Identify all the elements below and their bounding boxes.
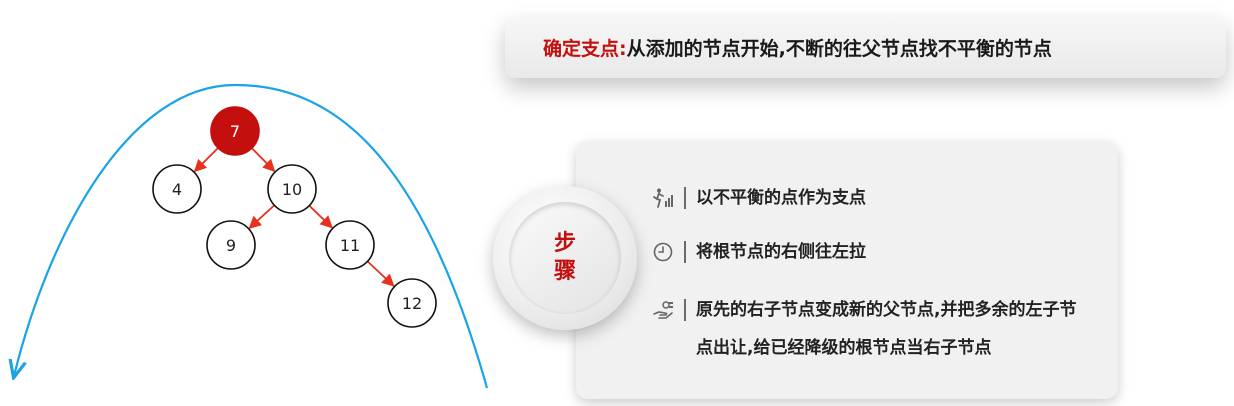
steps-badge-inner: 步 骤 bbox=[509, 202, 621, 314]
tree-node-label: 10 bbox=[282, 180, 302, 199]
tree-node-label: 9 bbox=[226, 236, 236, 255]
hand-coins-icon bbox=[650, 297, 676, 323]
avl-rotation-diagram: 7 4 10 9 11 12 bbox=[0, 83, 489, 389]
badge-label-line1: 步 bbox=[553, 231, 576, 256]
step-divider bbox=[684, 299, 686, 321]
tree-node-label: 12 bbox=[402, 294, 422, 313]
tree-node-label: 11 bbox=[340, 236, 360, 255]
step-item-2: 将根节点的右侧往左拉 bbox=[650, 239, 866, 271]
tree-node-circle bbox=[387, 278, 437, 328]
tree-edge-10-11 bbox=[308, 205, 333, 229]
steps-badge: 步 骤 bbox=[493, 186, 637, 330]
tree-node-circle bbox=[267, 164, 317, 214]
climber-bars-icon bbox=[650, 185, 676, 211]
rotation-arc-arrow bbox=[14, 83, 489, 389]
tree-node-label: 4 bbox=[172, 180, 182, 199]
tree-edge-10-9 bbox=[248, 204, 275, 229]
tree-edge-7-10 bbox=[251, 147, 276, 173]
title-banner: 确定支点:从添加的节点开始,不断的往父节点找不平衡的节点 bbox=[505, 16, 1226, 78]
tree-node-7: 7 bbox=[210, 106, 260, 156]
step-text-2: 将根节点的右侧往左拉 bbox=[696, 242, 866, 262]
steps-panel: 以不平衡的点作为支点 将根节点的右侧往左拉 原先的右子节点变成新的父节点,并把多… bbox=[576, 141, 1118, 399]
tree-node-circle bbox=[206, 220, 256, 270]
step-divider bbox=[684, 187, 686, 209]
step-item-1: 以不平衡的点作为支点 bbox=[650, 185, 866, 217]
step-item-3: 原先的右子节点变成新的父节点,并把多余的左子节点出让,给已经降级的根节点当右子节… bbox=[650, 297, 1086, 367]
tree-node-circle bbox=[152, 164, 202, 214]
tree-node-circle bbox=[325, 220, 375, 270]
step-text-1: 以不平衡的点作为支点 bbox=[696, 188, 866, 208]
tree-node-12: 12 bbox=[387, 278, 437, 328]
step-divider bbox=[684, 241, 686, 263]
tree-node-11: 11 bbox=[325, 220, 375, 270]
tree-node-4: 4 bbox=[152, 164, 202, 214]
tree-node-9: 9 bbox=[206, 220, 256, 270]
title-text: 从添加的节点开始,不断的往父节点找不平衡的节点 bbox=[626, 37, 1052, 60]
badge-label-line2: 骤 bbox=[553, 259, 576, 284]
tree-node-circle bbox=[210, 106, 260, 156]
title-key: 确定支点: bbox=[543, 37, 627, 60]
tree-node-10: 10 bbox=[267, 164, 317, 214]
tree-edge-7-4 bbox=[193, 147, 219, 173]
step-text-3: 原先的右子节点变成新的父节点,并把多余的左子节点出让,给已经降级的根节点当右子节… bbox=[696, 300, 1077, 358]
clock-icon bbox=[650, 239, 676, 265]
tree-edge-11-12 bbox=[366, 260, 395, 287]
tree-node-label: 7 bbox=[230, 122, 240, 141]
